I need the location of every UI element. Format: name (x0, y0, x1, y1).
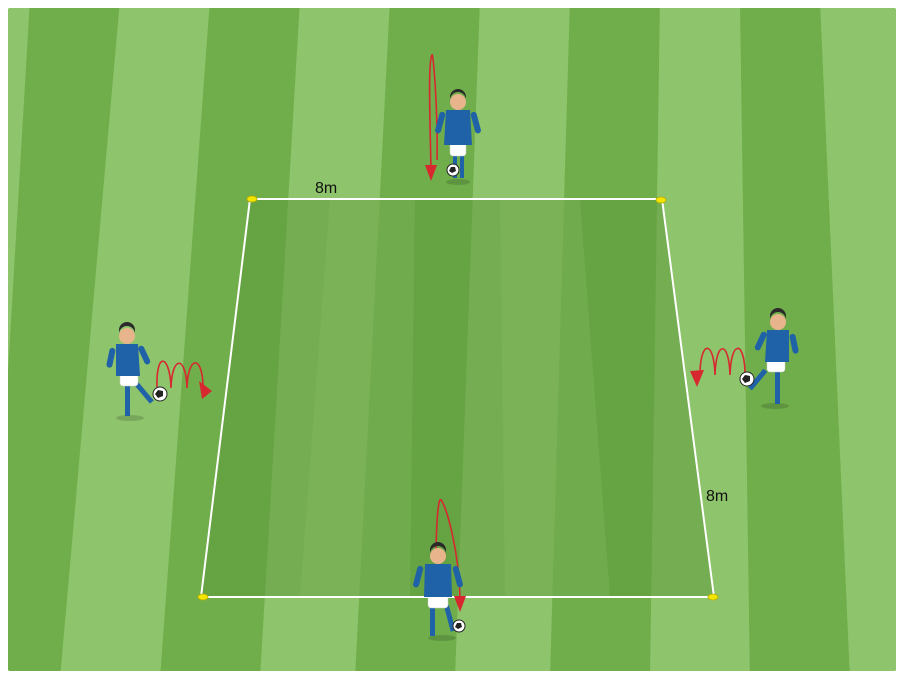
cone-top-right (656, 197, 666, 203)
cone-bottom-left (198, 594, 208, 600)
training-area (201, 199, 714, 597)
cone-bottom-right (708, 594, 718, 600)
cone-top-left (247, 196, 257, 202)
top-width-label: 8m (315, 180, 337, 197)
side-length-label: 8m (706, 488, 728, 505)
